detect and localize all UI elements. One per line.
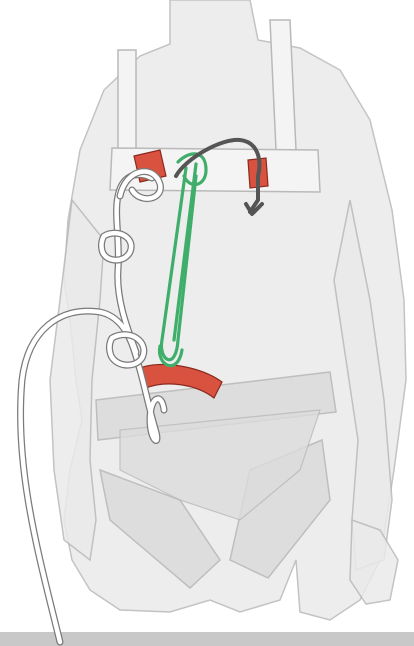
left-shoulder-strap [118, 50, 136, 150]
